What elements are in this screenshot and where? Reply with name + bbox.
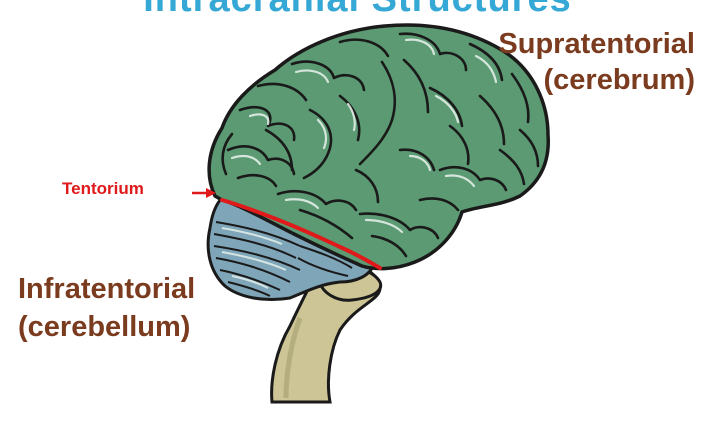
tentorium-label: Tentorium	[62, 179, 144, 198]
tentorium-line	[220, 198, 382, 270]
cerebellum-folia	[213, 221, 353, 297]
supratentorial-line1: Supratentorial	[498, 28, 695, 60]
arrow-right-icon	[192, 188, 216, 198]
cerebrum-highlights	[230, 38, 498, 234]
cerebrum	[207, 23, 550, 271]
supratentorial-label: Supratentorial (cerebrum)	[498, 26, 695, 98]
cerebrum-sulci	[221, 32, 540, 258]
infratentorial-line1: Infratentorial	[18, 273, 196, 305]
infratentorial-line2: (cerebellum)	[18, 311, 191, 343]
diagram-title: Intracranial Structures	[0, 0, 715, 21]
brainstem-shadow	[283, 317, 303, 399]
infratentorial-label: Infratentorial (cerebellum)	[18, 270, 195, 346]
cerebellum-highlights	[221, 227, 287, 289]
supratentorial-line2: (cerebrum)	[543, 64, 696, 96]
